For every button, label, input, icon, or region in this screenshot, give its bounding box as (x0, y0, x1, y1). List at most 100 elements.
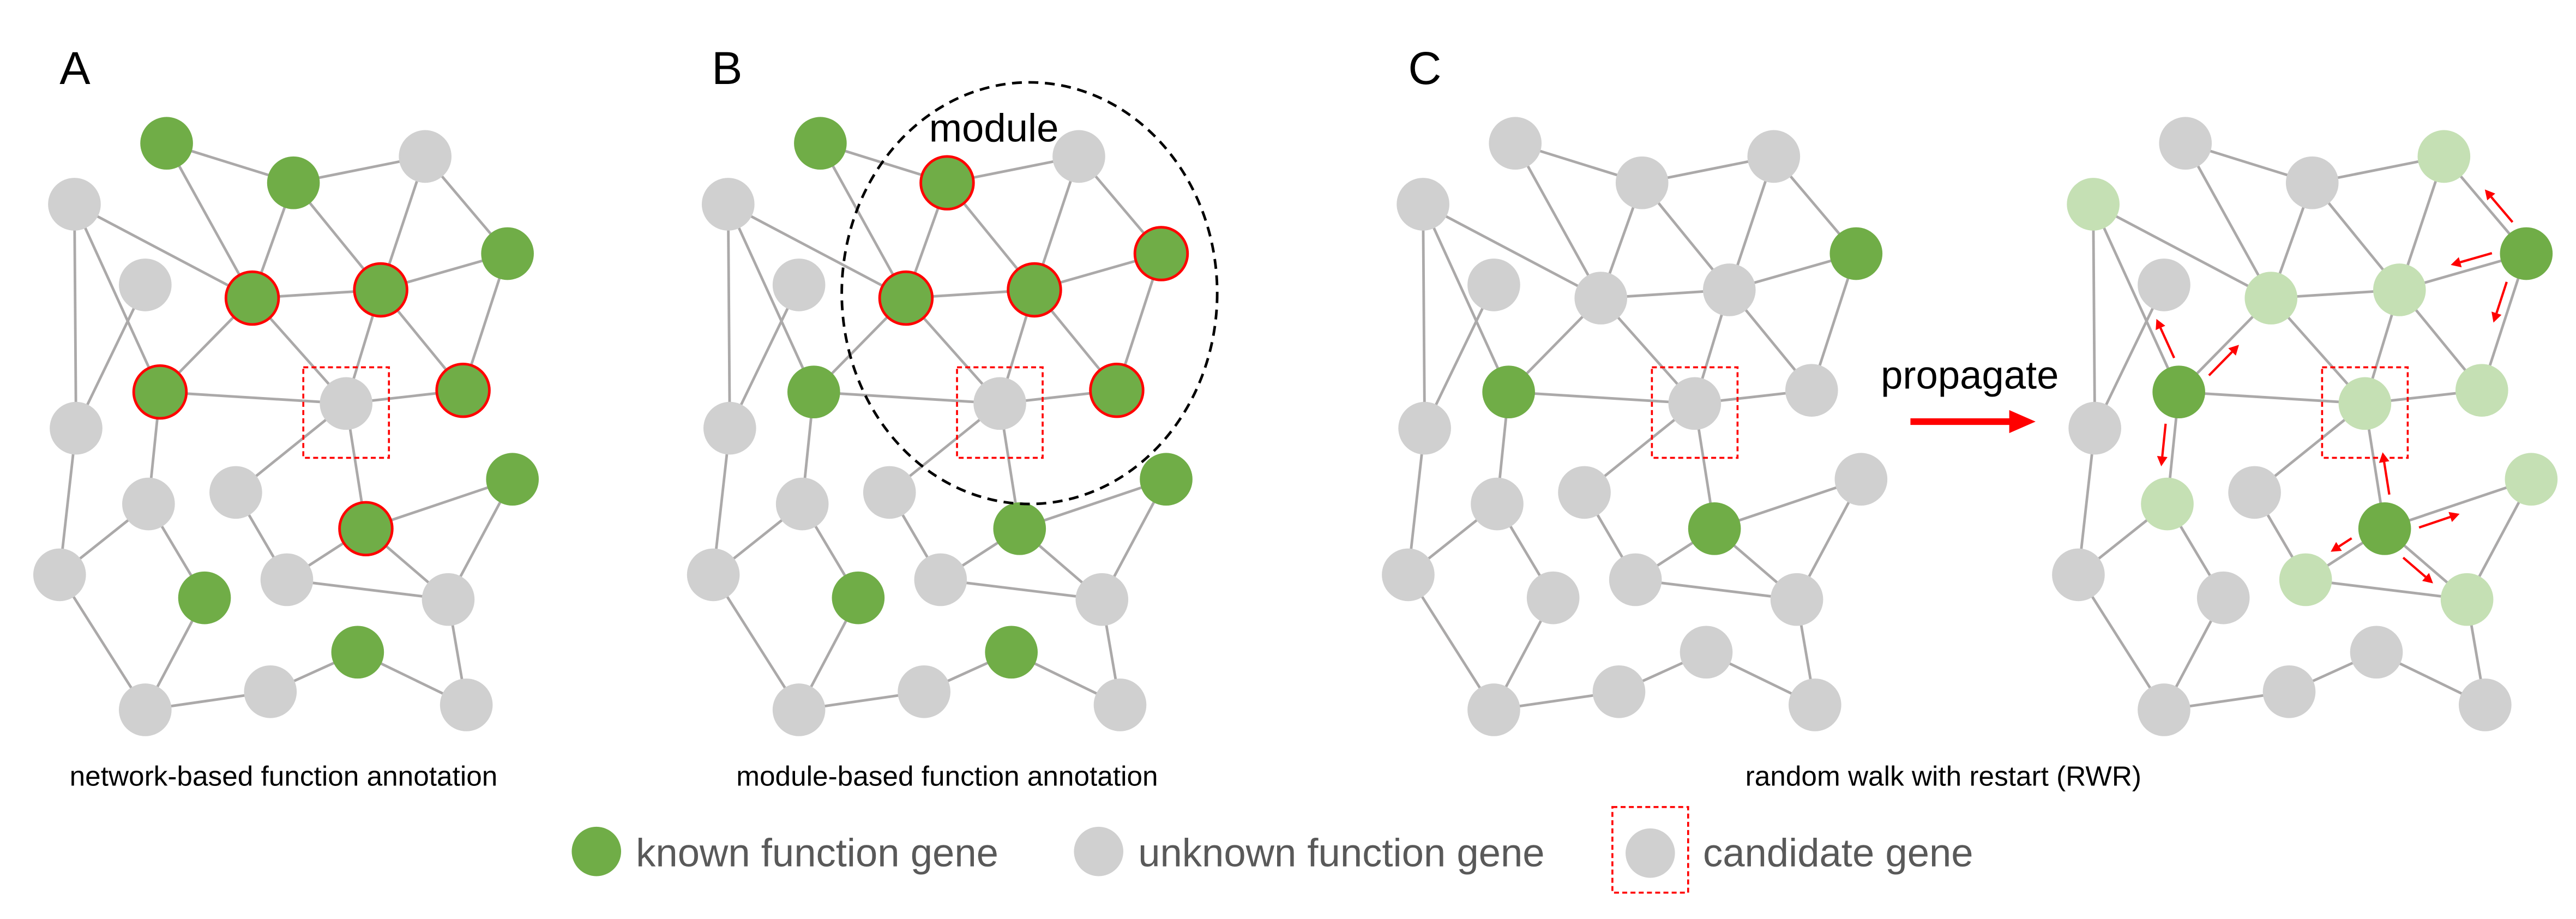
network-edge (2092, 203, 2180, 393)
legend-item-candidate: candidate gene (1611, 806, 1973, 894)
unknown-gene-node (33, 548, 86, 602)
network-edge (712, 574, 801, 711)
module-label: module (929, 106, 1059, 151)
highlighted-known-gene-node (919, 155, 975, 211)
network-edge (2092, 203, 2272, 299)
propagated-gene-node (2067, 178, 2120, 231)
propagate-label: propagate (1881, 353, 2059, 398)
network-edge (73, 204, 77, 429)
propagation-arrow-shaft (2402, 556, 2427, 578)
network-edge (1422, 203, 1510, 393)
unknown-gene-node (1398, 401, 1451, 455)
unknown-gene-node (1574, 272, 1628, 325)
highlighted-known-gene-node (435, 362, 491, 418)
network-edge (819, 142, 907, 299)
unknown-gene-node (1471, 477, 1524, 531)
unknown-gene-node (1615, 156, 1669, 209)
propagation-arrow-shaft (2383, 461, 2391, 495)
candidate-gene-node (1668, 377, 1722, 430)
known-gene-node (1688, 502, 1741, 555)
known-gene-node (486, 453, 539, 506)
known-gene-node (331, 626, 384, 679)
candidate-gene-box (302, 366, 390, 459)
candidate-gene-box (1651, 366, 1739, 459)
network-edge (2305, 578, 2467, 601)
panel-c-left-network (1382, 117, 1888, 736)
network-edge (727, 203, 815, 393)
unknown-gene-node (1609, 553, 1662, 606)
propagation-arrow (2451, 252, 2493, 268)
network-edge (940, 578, 1103, 601)
unknown-gene-node (1788, 678, 1841, 731)
propagation-arrow (2331, 537, 2352, 552)
panel-b-network (687, 117, 1193, 736)
propagated-gene-node (2279, 553, 2332, 606)
unknown-gene-node (2262, 665, 2316, 718)
network-edge (74, 203, 253, 299)
unknown-gene-node (1052, 130, 1105, 183)
known-gene-node (1140, 453, 1193, 506)
module-outline (840, 81, 1219, 506)
network-edge (73, 203, 161, 393)
unknown-gene-node (1747, 130, 1801, 183)
network-edge (75, 284, 147, 429)
unknown-gene-node (48, 178, 101, 231)
unknown-gene-node (2228, 466, 2281, 519)
unknown-gene-node (1770, 573, 1823, 626)
network-edge (726, 204, 731, 429)
unknown-gene-node (50, 401, 103, 455)
propagated-gene-node (2440, 573, 2494, 626)
network-edge (2093, 284, 2165, 429)
legend-known-label: known function gene (636, 831, 998, 875)
unknown-gene-node (1075, 573, 1129, 626)
unknown-gene-node (772, 683, 826, 736)
legend-unknown-label: unknown function gene (1138, 831, 1544, 875)
propagation-arrow (2418, 512, 2460, 529)
propagated-gene-node (2455, 364, 2508, 417)
known-gene-node (2358, 502, 2411, 555)
panel-a-network (33, 117, 539, 736)
propagation-arrow-head (2484, 189, 2495, 201)
unknown-gene-node (122, 477, 175, 531)
legend-unknown-swatch (1074, 826, 1124, 876)
network-edge (729, 284, 801, 429)
panel-letter-b: B (712, 42, 742, 94)
propagation-arrow-shaft (2495, 281, 2508, 314)
propagated-gene-node (2417, 130, 2471, 183)
unknown-gene-node (2052, 548, 2105, 602)
unknown-gene-node (422, 573, 475, 626)
known-gene-node (787, 365, 840, 419)
unknown-gene-node (2068, 401, 2121, 455)
unknown-gene-node (1397, 178, 1449, 231)
unknown-gene-node (914, 553, 967, 606)
propagation-arrow-head (2491, 311, 2502, 323)
known-gene-node (267, 156, 320, 209)
unknown-gene-node (2138, 683, 2190, 736)
unknown-gene-node (703, 401, 756, 455)
propagation-arrow-head (2228, 345, 2239, 356)
propagated-gene-node (2338, 377, 2392, 430)
highlighted-known-gene-node (1089, 362, 1145, 418)
unknown-gene-node (1382, 548, 1435, 602)
legend-known-swatch (571, 826, 622, 876)
network-edge (727, 203, 907, 299)
network-edge (1422, 204, 1427, 429)
unknown-gene-node (2350, 626, 2403, 679)
caption-b: module-based function annotation (736, 760, 1158, 791)
propagation-arrow (2208, 345, 2239, 376)
unknown-gene-node (119, 259, 172, 311)
propagation-arrow (2379, 452, 2391, 495)
network-edge (160, 391, 346, 405)
caption-a: network-based function annotation (70, 760, 498, 791)
unknown-gene-node (119, 683, 172, 736)
network-edge (58, 574, 147, 711)
network-edge (1422, 203, 1602, 299)
legend-candidate-swatch (1626, 828, 1675, 878)
known-gene-node (2500, 227, 2553, 280)
propagation-arrow-shaft (2208, 351, 2233, 376)
known-gene-node (178, 571, 231, 624)
unknown-gene-node (260, 553, 314, 606)
known-gene-node (1482, 365, 1535, 419)
network-edge (165, 142, 254, 299)
